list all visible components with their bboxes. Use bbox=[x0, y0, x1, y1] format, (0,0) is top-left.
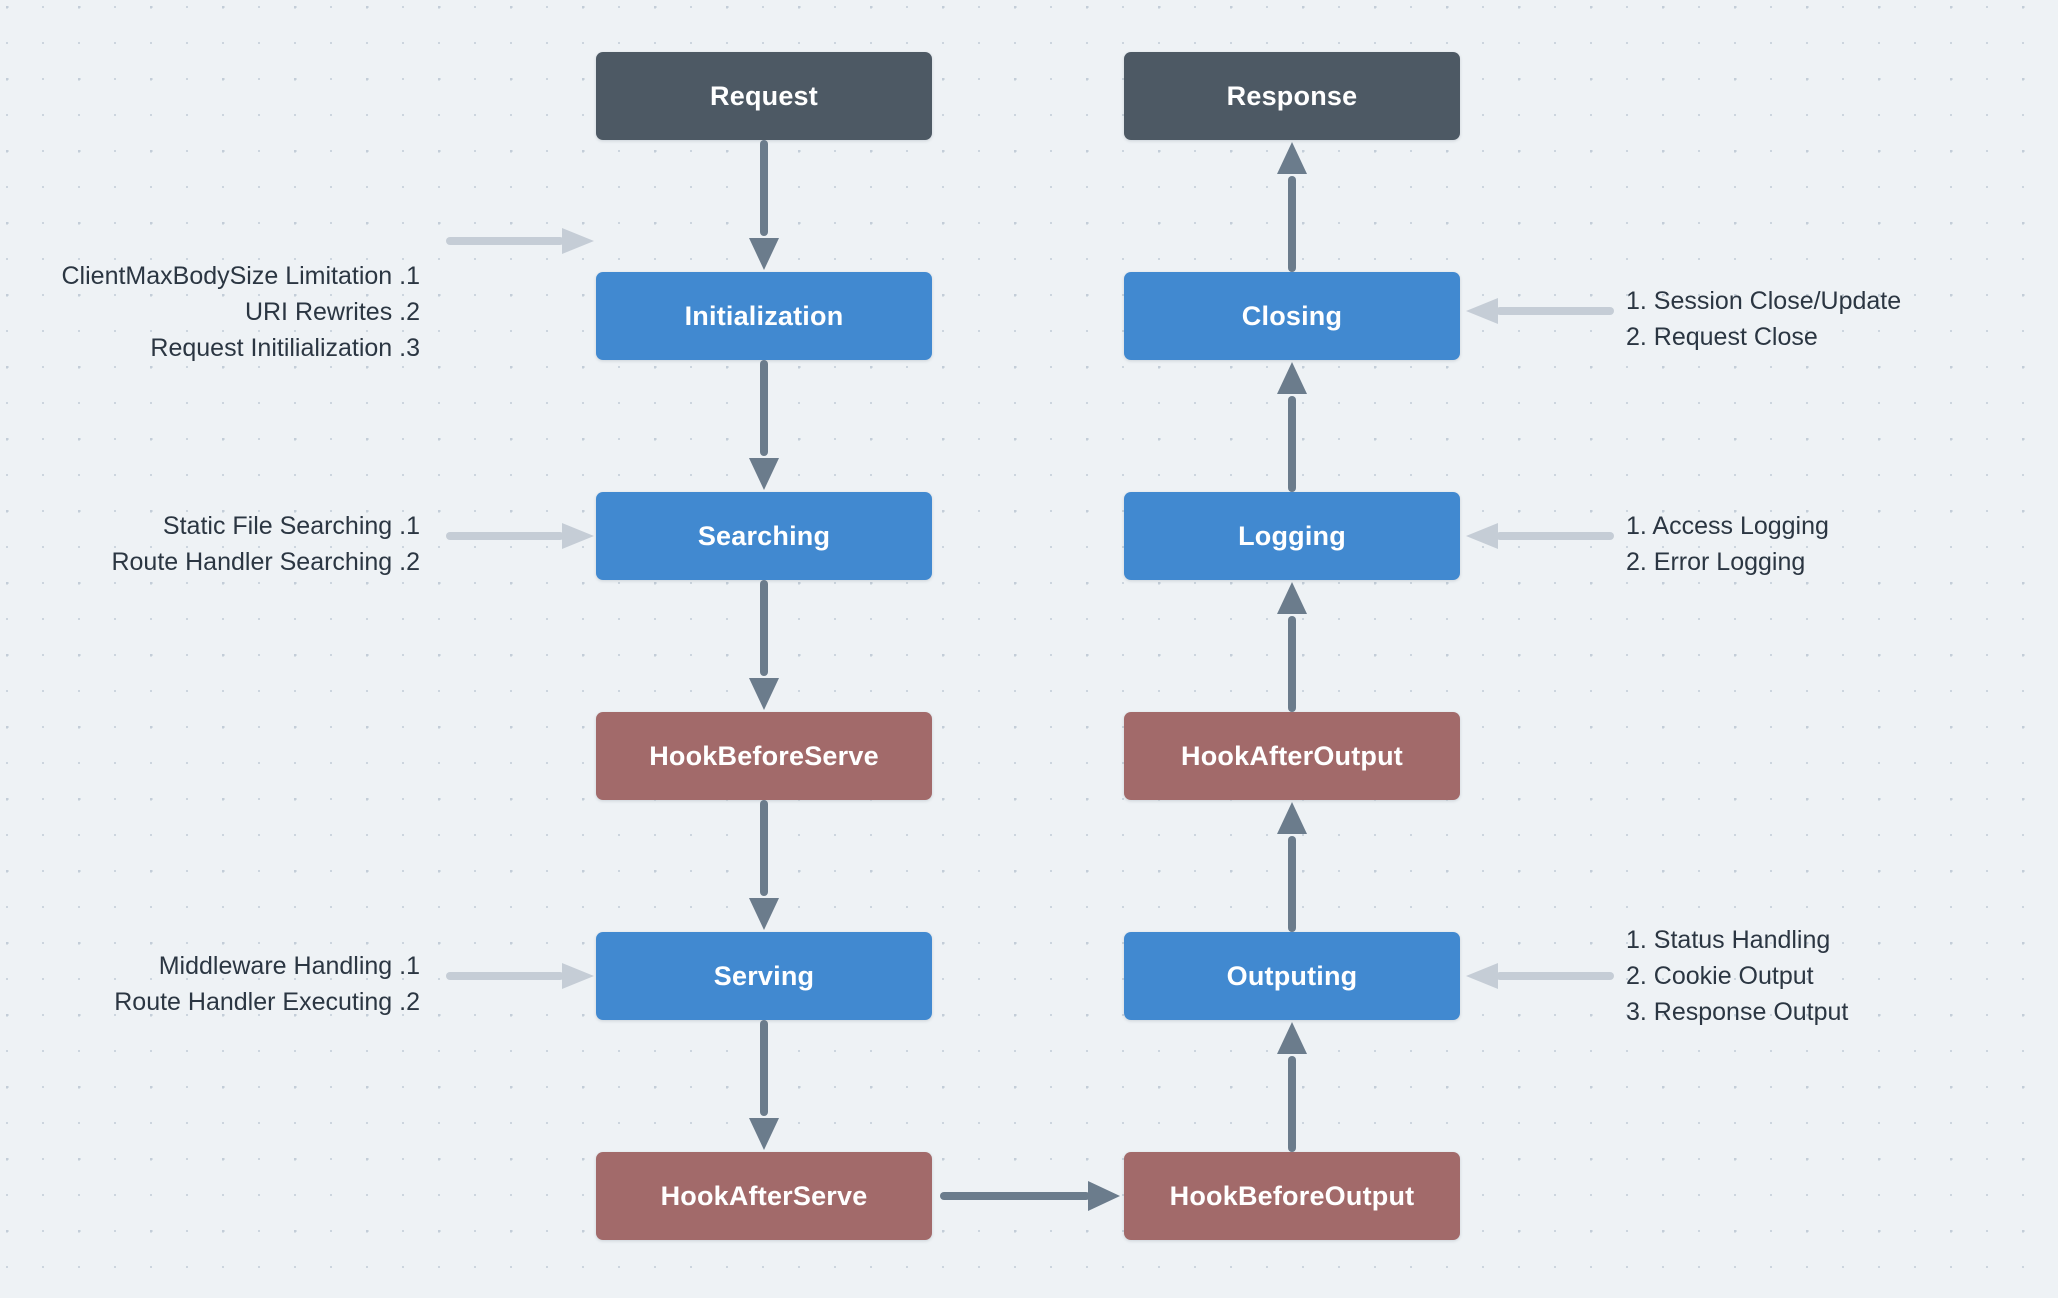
arrow-up-closing-to-response bbox=[1277, 142, 1307, 272]
arrow-up-hook-before-output-to-outputing bbox=[1277, 1022, 1307, 1152]
node-serving[interactable]: Serving bbox=[596, 932, 932, 1020]
annotation-line: 1. Status Handling bbox=[1626, 926, 1831, 954]
annotation-line: 2. Request Close bbox=[1626, 323, 1818, 351]
annotation-line: 1. Access Logging bbox=[1626, 512, 1829, 540]
arrow-down-hook-before-serve-to-serving bbox=[749, 800, 779, 930]
annotation-initialization: ClientMaxBodySize Limitation .1 URI Rewr… bbox=[62, 258, 421, 366]
node-label: Logging bbox=[1238, 520, 1346, 551]
node-label: Request bbox=[710, 80, 818, 111]
node-label: Outputing bbox=[1226, 960, 1358, 991]
node-closing[interactable]: Closing bbox=[1124, 272, 1460, 360]
annotation-line: Route Handler Searching .2 bbox=[111, 548, 420, 576]
node-label: HookAfterOutput bbox=[1181, 740, 1403, 771]
node-request[interactable]: Request bbox=[596, 52, 932, 140]
arrow-up-outputing-to-hook-after-output bbox=[1277, 802, 1307, 932]
arrow-up-logging-to-closing bbox=[1277, 362, 1307, 492]
annotation-arrow-searching bbox=[446, 523, 594, 549]
annotation-line: 2. Cookie Output bbox=[1626, 962, 1814, 990]
node-label: Searching bbox=[697, 520, 831, 551]
node-label: Serving bbox=[713, 960, 815, 991]
annotation-arrow-outputing bbox=[1466, 963, 1614, 989]
annotation-arrow-initialization bbox=[446, 228, 594, 254]
arrow-down-serving-to-hook-after-serve bbox=[749, 1020, 779, 1150]
annotation-line: 1. Session Close/Update bbox=[1626, 287, 1902, 315]
annotation-line: URI Rewrites .2 bbox=[244, 298, 420, 326]
node-hook-before-output[interactable]: HookBeforeOutput bbox=[1124, 1152, 1460, 1240]
node-hook-after-output[interactable]: HookAfterOutput bbox=[1124, 712, 1460, 800]
arrow-up-hook-after-output-to-logging bbox=[1277, 582, 1307, 712]
arrow-down-searching-to-hook-before-serve bbox=[749, 580, 779, 710]
node-outputing[interactable]: Outputing bbox=[1124, 932, 1460, 1020]
node-label: HookBeforeServe bbox=[649, 740, 879, 771]
node-label: HookBeforeOutput bbox=[1169, 1180, 1415, 1211]
annotation-outputing: 1. Status Handling 2. Cookie Output 3. R… bbox=[1626, 922, 1848, 1030]
arrow-down-request-to-initialization bbox=[749, 140, 779, 270]
annotation-arrow-logging bbox=[1466, 523, 1614, 549]
node-hook-after-serve[interactable]: HookAfterServe bbox=[596, 1152, 932, 1240]
node-label: Initialization bbox=[684, 300, 844, 331]
annotation-line: Static File Searching .1 bbox=[162, 512, 420, 540]
node-searching[interactable]: Searching bbox=[596, 492, 932, 580]
annotation-line: Route Handler Executing .2 bbox=[114, 988, 420, 1016]
annotation-arrow-serving bbox=[446, 963, 594, 989]
annotation-arrow-closing bbox=[1466, 298, 1614, 324]
node-hook-before-serve[interactable]: HookBeforeServe bbox=[596, 712, 932, 800]
node-label: Response bbox=[1226, 80, 1358, 111]
annotation-closing: 1. Session Close/Update 2. Request Close bbox=[1626, 283, 1901, 355]
node-label: HookAfterServe bbox=[660, 1180, 868, 1211]
node-logging[interactable]: Logging bbox=[1124, 492, 1460, 580]
node-response[interactable]: Response bbox=[1124, 52, 1460, 140]
annotation-line: Request Initilialization .3 bbox=[150, 334, 420, 362]
annotation-line: 3. Response Output bbox=[1626, 998, 1849, 1026]
annotation-line: Middleware Handling .1 bbox=[158, 952, 420, 980]
annotation-serving: Middleware Handling .1 Route Handler Exe… bbox=[114, 948, 420, 1020]
annotation-logging: 1. Access Logging 2. Error Logging bbox=[1626, 508, 1829, 580]
node-label: Closing bbox=[1241, 300, 1343, 331]
arrow-right-hook-after-serve-to-hook-before-output bbox=[940, 1181, 1120, 1211]
annotation-searching: Static File Searching .1 Route Handler S… bbox=[111, 508, 420, 580]
arrow-down-initialization-to-searching bbox=[749, 360, 779, 490]
node-initialization[interactable]: Initialization bbox=[596, 272, 932, 360]
annotation-line: ClientMaxBodySize Limitation .1 bbox=[61, 262, 421, 290]
annotation-line: 2. Error Logging bbox=[1626, 548, 1806, 576]
